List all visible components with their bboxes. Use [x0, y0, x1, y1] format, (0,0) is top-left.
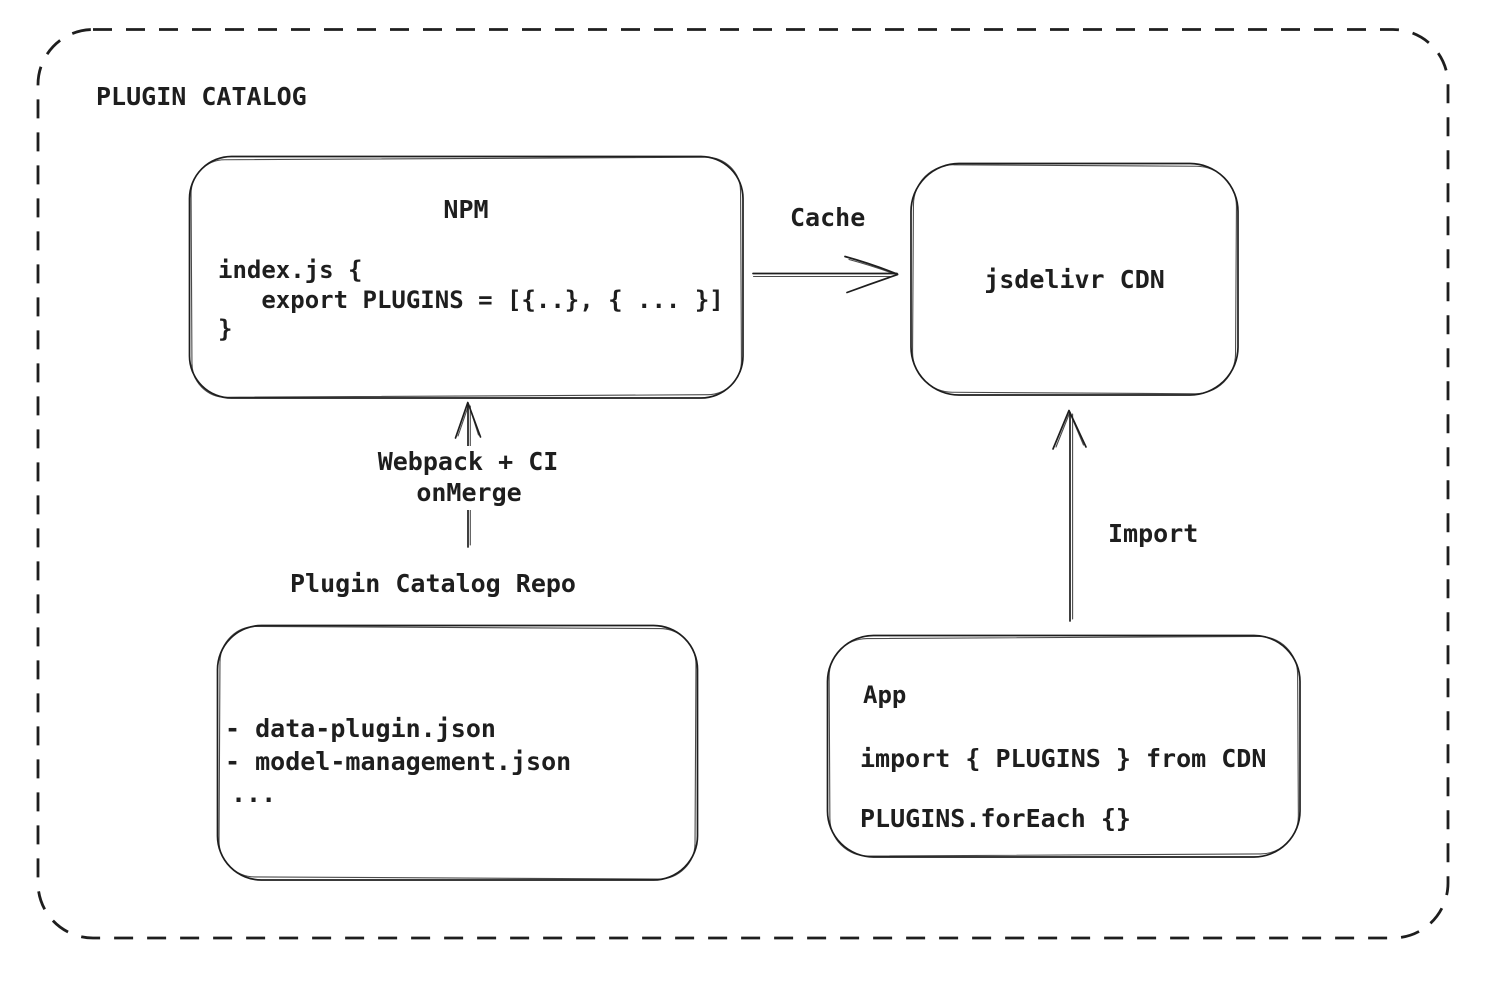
- npm-code-line: index.js {: [218, 256, 363, 284]
- app-code-line: PLUGINS.forEach {}: [860, 804, 1131, 833]
- import-edge-label: Import: [1108, 519, 1199, 548]
- cache-arrow: [752, 255, 899, 294]
- npm-code-line: export PLUGINS = [{..}, { ... }]: [218, 286, 724, 314]
- repo-list-item: - model-management.json: [225, 747, 572, 776]
- app-node-title: App: [863, 681, 907, 709]
- repo-node-title: Plugin Catalog Repo: [290, 569, 576, 598]
- import-arrow: [1052, 409, 1087, 622]
- npm-node-title: NPM: [443, 195, 489, 224]
- npm-code-line: }: [218, 315, 233, 343]
- diagram-title: PLUGIN CATALOG: [96, 82, 307, 111]
- app-code-line: import { PLUGINS } from CDN: [860, 744, 1267, 773]
- repo-list-item: - data-plugin.json: [225, 714, 496, 743]
- repo-list-item: ...: [231, 779, 277, 808]
- npm-box-outline: [188, 155, 744, 399]
- cdn-box-outline: [910, 162, 1239, 396]
- cache-edge-label: Cache: [790, 203, 866, 232]
- cdn-node-title: jsdelivr CDN: [984, 265, 1165, 294]
- app-box-outline: [826, 634, 1301, 858]
- build-edge-label-line1: Webpack + CI: [368, 446, 568, 479]
- catalog-boundary-outline: [36, 28, 1450, 940]
- build-edge-label-line2: onMerge: [407, 477, 531, 510]
- repo-box-outline: [216, 624, 699, 881]
